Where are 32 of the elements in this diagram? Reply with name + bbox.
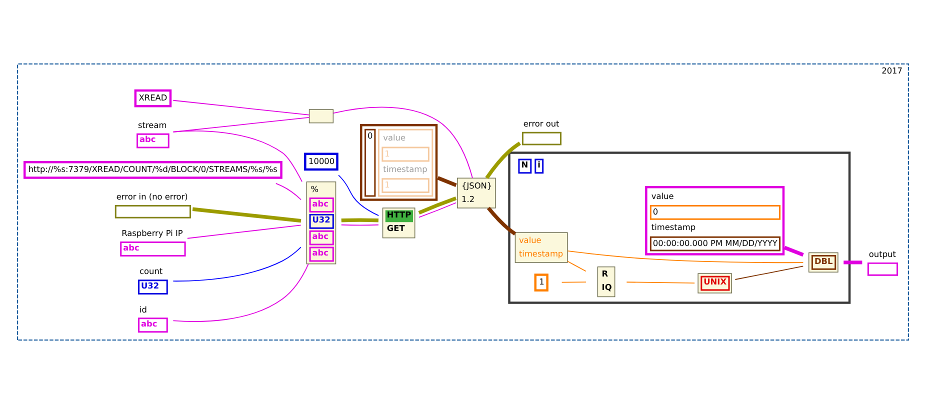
connector — [341, 218, 379, 222]
connector — [734, 266, 804, 280]
connector — [784, 246, 804, 257]
connector — [187, 224, 302, 239]
node-label: stream — [138, 120, 167, 130]
connector — [172, 100, 310, 116]
node-label: error out — [523, 118, 560, 128]
connector — [418, 196, 457, 215]
connector — [172, 116, 310, 132]
connector — [275, 182, 302, 200]
connector — [332, 106, 473, 179]
node-label: count — [140, 266, 163, 276]
connector — [486, 206, 516, 236]
connector — [172, 246, 302, 282]
connector — [172, 130, 302, 182]
node-box — [308, 109, 334, 124]
connector — [567, 250, 804, 264]
node-label: error in (no error) — [116, 192, 188, 202]
connector — [338, 174, 380, 216]
connector — [418, 202, 456, 218]
node-label: id — [140, 304, 148, 314]
connector — [192, 207, 302, 223]
node-label: Raspberry Pi IP — [122, 228, 183, 238]
connector — [485, 142, 521, 180]
node-label: output — [868, 249, 896, 260]
connector — [626, 282, 696, 284]
connector — [567, 260, 586, 272]
connector — [437, 176, 457, 187]
connector — [340, 224, 379, 226]
connector — [561, 282, 586, 283]
connector — [844, 260, 862, 264]
connector — [172, 264, 309, 322]
